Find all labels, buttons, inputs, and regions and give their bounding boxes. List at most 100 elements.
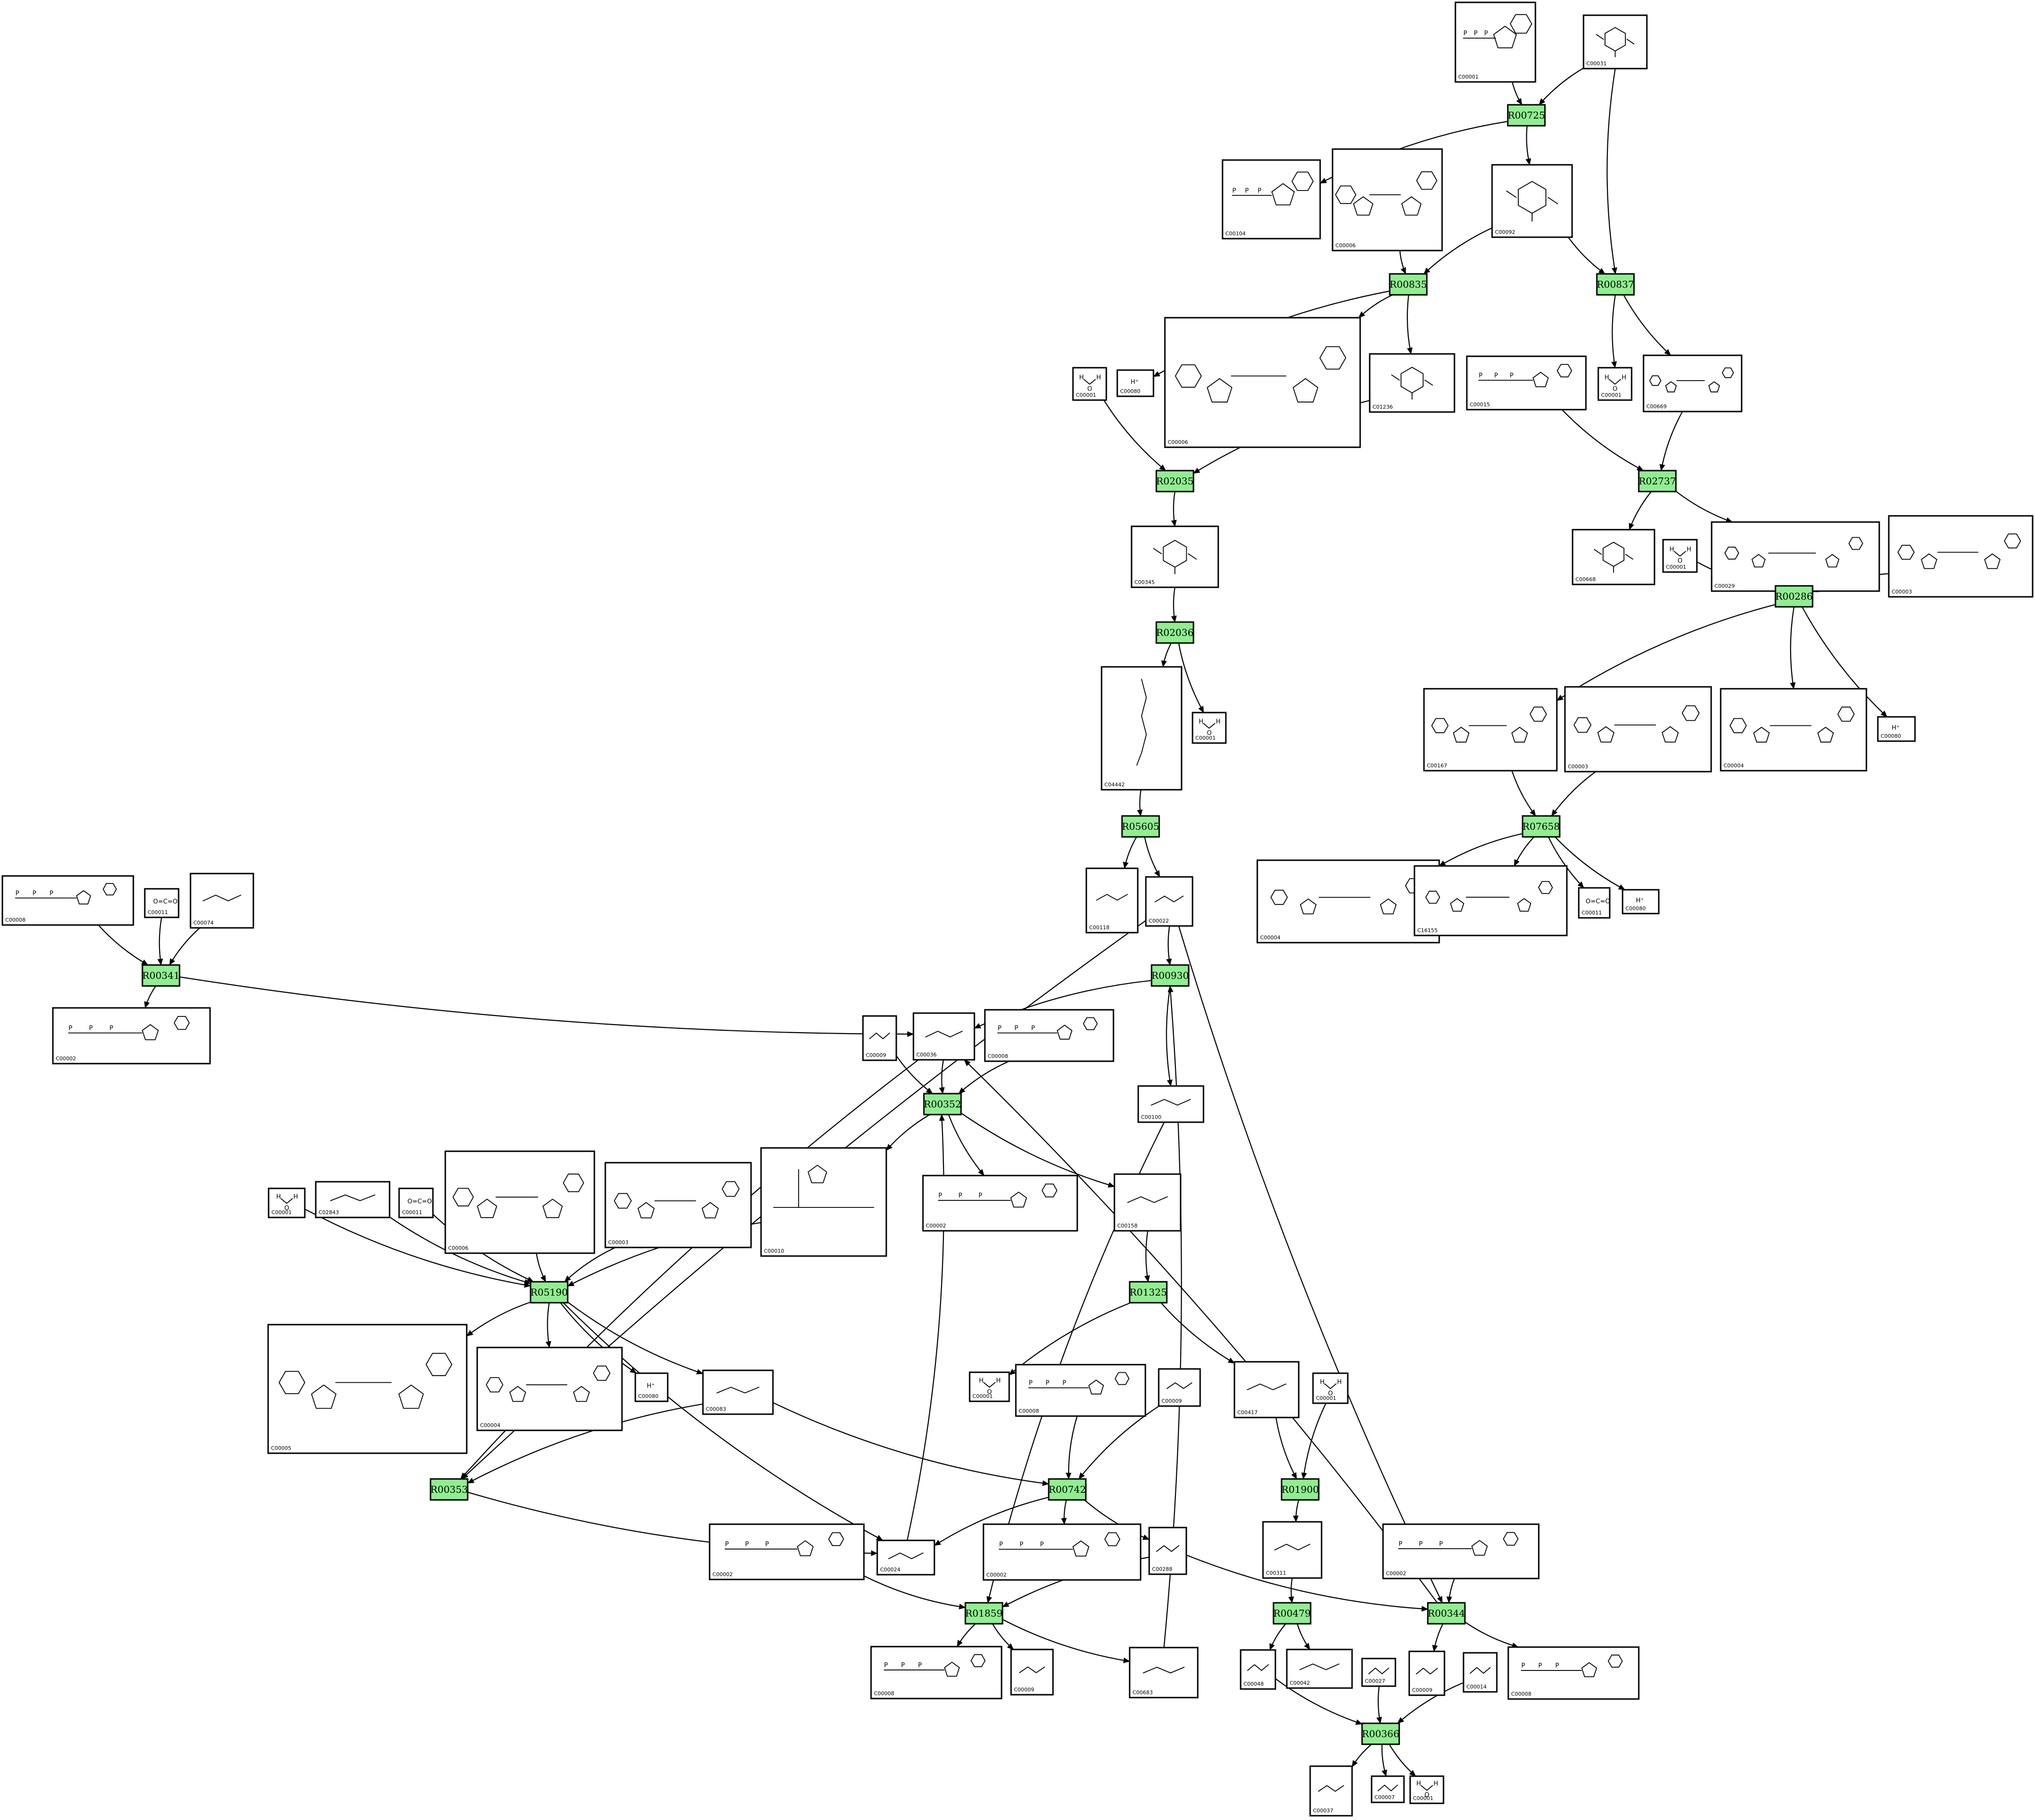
reaction-node[interactable]: R00479 — [1273, 1602, 1312, 1625]
compound-node[interactable]: C00006 — [1332, 148, 1443, 251]
reaction-node[interactable]: R00366 — [1361, 1722, 1400, 1745]
compound-node[interactable]: C00027 — [1361, 1658, 1396, 1687]
compound-node[interactable]: C00037 — [1309, 1765, 1353, 1817]
compound-node[interactable]: C00009 — [1158, 1368, 1201, 1407]
reaction-node[interactable]: R00341 — [141, 964, 180, 987]
compound-node[interactable]: C00010 — [760, 1147, 887, 1257]
compound-node[interactable]: C00074 — [190, 873, 254, 929]
compound-node[interactable]: H⁺C00080 — [1622, 889, 1660, 915]
compound-node[interactable]: C00167 — [1423, 688, 1558, 772]
compound-node[interactable]: H⁺C00080 — [634, 1372, 669, 1402]
reaction-node[interactable]: R05190 — [530, 1281, 569, 1304]
compound-node[interactable]: C00022 — [1145, 876, 1193, 927]
compound-node[interactable]: C00024 — [876, 1539, 935, 1576]
reaction-node[interactable]: R00352 — [923, 1093, 962, 1116]
reaction-node[interactable]: R00344 — [1427, 1602, 1466, 1625]
reaction-node[interactable]: R00353 — [430, 1478, 469, 1501]
compound-node[interactable]: C16155 — [1413, 865, 1568, 936]
reaction-node[interactable]: R00725 — [1507, 104, 1546, 127]
compound-node[interactable]: C00004 — [1720, 688, 1867, 772]
compound-node[interactable]: H⁺C00080 — [1877, 716, 1916, 742]
compound-node[interactable]: C00158 — [1113, 1173, 1182, 1232]
compound-node[interactable]: C00003 — [604, 1162, 752, 1248]
reaction-node[interactable]: R00742 — [1048, 1478, 1087, 1501]
compound-node[interactable]: C00009 — [862, 1015, 897, 1061]
compound-node[interactable]: C04442 — [1101, 666, 1183, 791]
compound-node[interactable]: C00009 — [1408, 1650, 1445, 1696]
reaction-node[interactable]: R00837 — [1596, 273, 1635, 296]
reaction-node[interactable]: R07658 — [1522, 815, 1561, 838]
compound-node[interactable]: C01236 — [1369, 353, 1455, 413]
compound-node[interactable]: C00014 — [1463, 1652, 1498, 1693]
reaction-node[interactable]: R02035 — [1155, 470, 1194, 493]
structure-sketch — [1649, 367, 1734, 392]
compound-label: C01236 — [1373, 404, 1393, 410]
compound-node[interactable]: C00003 — [1564, 686, 1712, 773]
compound-node[interactable]: C00083 — [702, 1369, 774, 1415]
compound-node[interactable]: C00417 — [1233, 1361, 1300, 1418]
reaction-node[interactable]: R00930 — [1151, 964, 1190, 987]
compound-node[interactable]: C00004 — [1256, 859, 1440, 944]
compound-node[interactable]: C00669 — [1643, 354, 1743, 412]
reaction-edge — [1293, 1499, 1300, 1522]
reaction-node[interactable]: R00286 — [1774, 585, 1814, 608]
compound-node[interactable]: C00007 — [1371, 1775, 1405, 1803]
compound-node[interactable]: C00668 — [1572, 529, 1655, 585]
reaction-node[interactable]: R01325 — [1129, 1281, 1168, 1304]
compound-node[interactable]: C00345 — [1131, 525, 1219, 588]
compound-node[interactable]: C00005 — [267, 1324, 468, 1454]
compound-node[interactable]: C00009 — [1010, 1649, 1054, 1696]
compound-node[interactable]: C00006 — [1164, 317, 1361, 448]
compound-label: C00080 — [1120, 388, 1141, 394]
compound-node[interactable]: C00092 — [1491, 164, 1573, 238]
reaction-node[interactable]: R01900 — [1281, 1478, 1320, 1501]
compound-node[interactable]: C00042 — [1286, 1649, 1353, 1689]
compound-node[interactable]: C00118 — [1085, 867, 1139, 934]
compound-node[interactable]: C00048 — [1240, 1649, 1276, 1690]
compound-node[interactable]: C00031 — [1583, 14, 1648, 70]
reaction-node[interactable]: R02737 — [1638, 470, 1677, 493]
compound-node[interactable]: H⁺C00080 — [1116, 369, 1154, 397]
compound-node[interactable]: C00311 — [1262, 1521, 1323, 1579]
compound-node[interactable]: C00683 — [1129, 1647, 1199, 1699]
compound-node[interactable]: C00006 — [444, 1150, 595, 1254]
compound-node[interactable]: C00100 — [1137, 1085, 1204, 1123]
compound-node[interactable]: C00288 — [1148, 1527, 1187, 1575]
reaction-edge — [1606, 68, 1617, 274]
reaction-node[interactable]: R00835 — [1389, 273, 1428, 296]
reaction-label: R00344 — [1428, 1608, 1465, 1619]
compound-node[interactable]: C02843 — [315, 1181, 391, 1218]
compound-node[interactable]: C00004 — [476, 1347, 623, 1431]
reaction-node[interactable]: R01859 — [964, 1602, 1003, 1625]
reaction-node[interactable]: R05605 — [1121, 815, 1160, 838]
compound-node[interactable]: C00029 — [1711, 521, 1880, 592]
compound-node[interactable]: C00003 — [1888, 515, 2034, 598]
compound-node[interactable]: C00036 — [912, 1012, 975, 1061]
reaction-node[interactable]: R02036 — [1155, 621, 1194, 644]
